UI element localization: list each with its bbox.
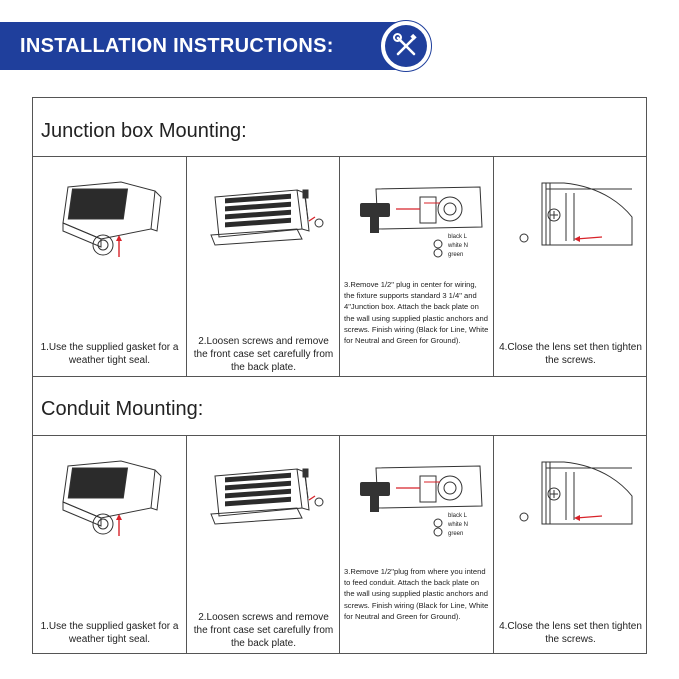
step-caption: 1.Use the supplied gasket for a weather … bbox=[40, 342, 179, 366]
step-cell: 1.Use the supplied gasket for a weather … bbox=[33, 157, 186, 376]
step-cell: 4.Close the lens set then tighten the sc… bbox=[494, 436, 647, 653]
step-cell: 2.Loosen screws and remove the front cas… bbox=[187, 436, 340, 653]
step-caption: 4.Close the lens set then tighten the sc… bbox=[499, 342, 642, 366]
header-banner: INSTALLATION INSTRUCTIONS: bbox=[0, 22, 410, 70]
step-caption: 3.Remove 1/2" plug in center for wiring,… bbox=[344, 280, 489, 346]
wire-label-green: green bbox=[448, 252, 463, 258]
step-cell: black L white N green 3.Remove 1/2"plug … bbox=[340, 436, 493, 653]
wire-label-green: green bbox=[448, 531, 463, 537]
wrench-screwdriver-icon bbox=[393, 33, 417, 56]
wire-label-black: black L bbox=[448, 234, 468, 240]
step-caption: 2.Loosen screws and remove the front cas… bbox=[193, 612, 334, 649]
wiring-illustration: black L white N green bbox=[360, 465, 483, 537]
gasket-fixture-illustration bbox=[62, 460, 162, 536]
front-case-removal-illustration bbox=[210, 468, 324, 525]
step-cell: 1.Use the supplied gasket for a weather … bbox=[33, 436, 186, 653]
step-caption: 2.Loosen screws and remove the front cas… bbox=[193, 336, 334, 373]
step-caption: 4.Close the lens set then tighten the sc… bbox=[499, 621, 642, 645]
step-cell: 2.Loosen screws and remove the front cas… bbox=[187, 157, 340, 376]
section-title-junction-box: Junction box Mounting: bbox=[41, 120, 247, 142]
instructions-table: Junction box Mounting: Conduit Mounting:… bbox=[32, 97, 647, 654]
close-lens-illustration bbox=[519, 182, 633, 246]
divider bbox=[33, 376, 646, 377]
step-cell: 4.Close the lens set then tighten the sc… bbox=[494, 157, 647, 376]
section-title-conduit: Conduit Mounting: bbox=[41, 398, 204, 420]
page-title: INSTALLATION INSTRUCTIONS: bbox=[20, 35, 334, 57]
front-case-removal-illustration bbox=[210, 189, 324, 246]
gasket-fixture-illustration bbox=[62, 181, 162, 257]
wire-label-black: black L bbox=[448, 513, 468, 519]
step-cell: black L white N green 3.Remove 1/2" plug… bbox=[340, 157, 493, 376]
step-caption: 1.Use the supplied gasket for a weather … bbox=[40, 621, 179, 645]
close-lens-illustration bbox=[519, 461, 633, 525]
tools-badge bbox=[380, 20, 432, 72]
wiring-illustration: black L white N green bbox=[360, 186, 483, 258]
wire-label-white: white N bbox=[447, 522, 468, 528]
step-caption: 3.Remove 1/2"plug from where you intend … bbox=[344, 567, 489, 621]
wire-label-white: white N bbox=[447, 243, 468, 249]
